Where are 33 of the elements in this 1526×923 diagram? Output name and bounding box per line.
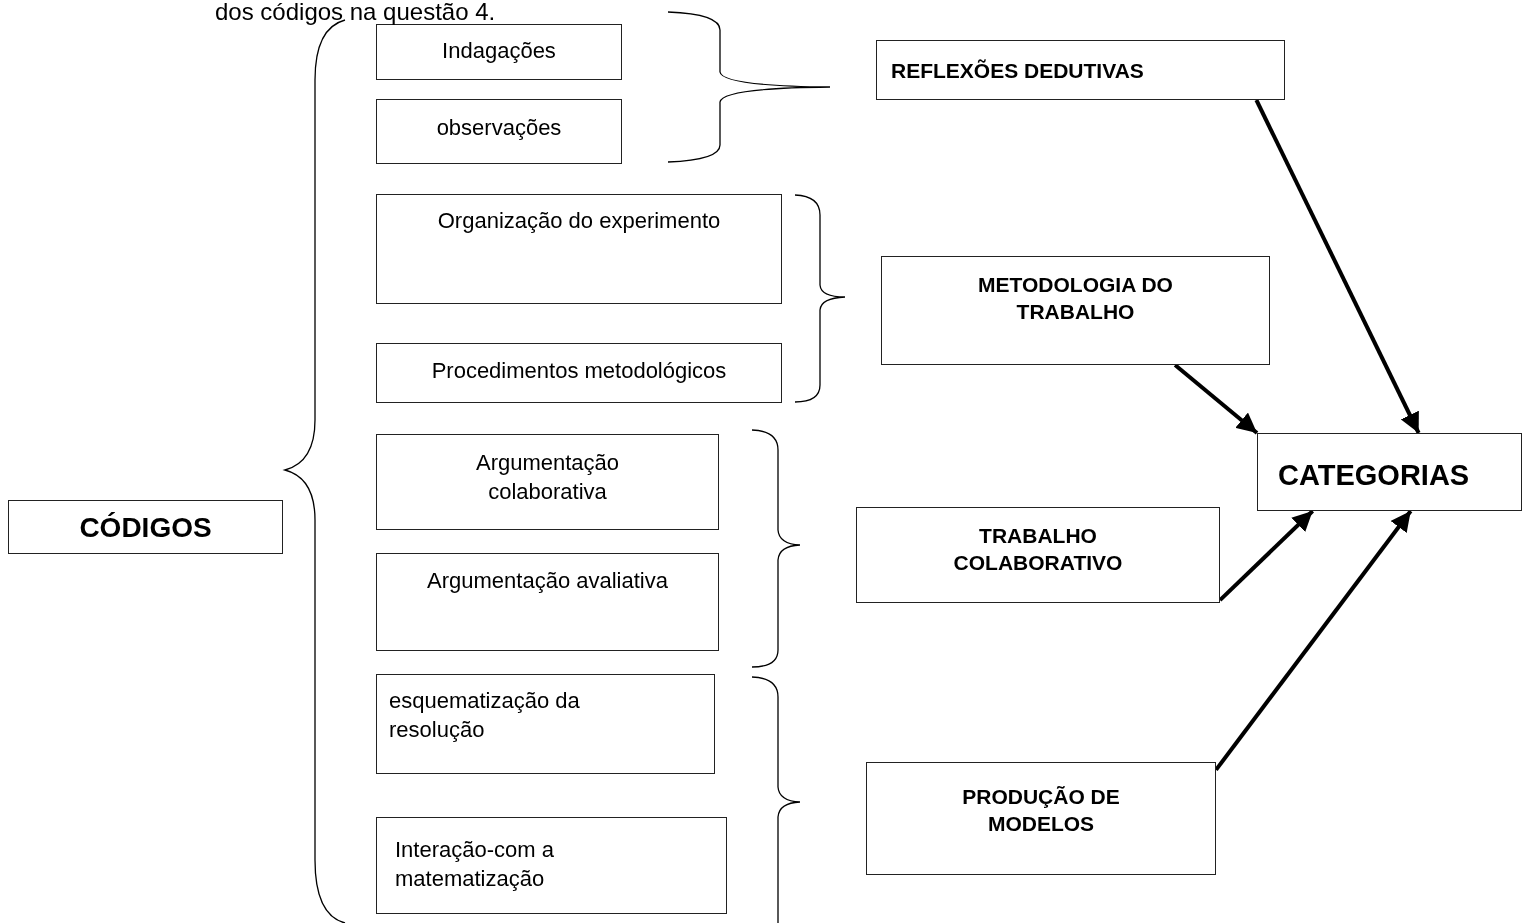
arrow bbox=[1254, 99, 1421, 434]
text-box bbox=[376, 817, 727, 914]
text-box bbox=[376, 24, 622, 80]
node-label: Interação-com a matematização bbox=[395, 836, 555, 893]
node-label: Argumentação avaliativa bbox=[426, 567, 669, 595]
node-label: CATEGORIAS bbox=[1278, 458, 1471, 493]
node-label: esquematização da resolução bbox=[389, 687, 581, 744]
arrow bbox=[1214, 509, 1413, 772]
node-label: CÓDIGOS bbox=[78, 511, 213, 545]
text-box bbox=[376, 194, 782, 304]
text-box bbox=[876, 40, 1285, 100]
node-label: TRABALHO COLABORATIVO bbox=[952, 523, 1124, 577]
text-box bbox=[376, 343, 782, 403]
text-box bbox=[8, 500, 283, 554]
node-label: Argumentação colaborativa bbox=[474, 449, 621, 506]
arrow bbox=[1218, 509, 1315, 602]
text-box bbox=[1257, 433, 1522, 511]
caption-text: dos códigos na questão 4. bbox=[215, 0, 496, 26]
node-label: Indagações bbox=[441, 37, 557, 65]
node-label: PRODUÇÃO DE MODELOS bbox=[961, 784, 1121, 838]
node-label: REFLEXÕES DEDUTIVAS bbox=[891, 58, 1145, 84]
text-box bbox=[376, 674, 715, 774]
node-label: Organização do experimento bbox=[436, 207, 722, 235]
text-box bbox=[376, 434, 719, 530]
text-box bbox=[376, 99, 622, 164]
node-label: observações bbox=[435, 114, 563, 142]
arrow bbox=[1173, 363, 1259, 435]
text-box bbox=[866, 762, 1216, 875]
text-box bbox=[376, 553, 719, 651]
text-box bbox=[856, 507, 1220, 603]
node-label: METODOLOGIA DO TRABALHO bbox=[977, 272, 1174, 326]
text-box bbox=[881, 256, 1270, 365]
node-label: Procedimentos metodológicos bbox=[430, 357, 728, 385]
